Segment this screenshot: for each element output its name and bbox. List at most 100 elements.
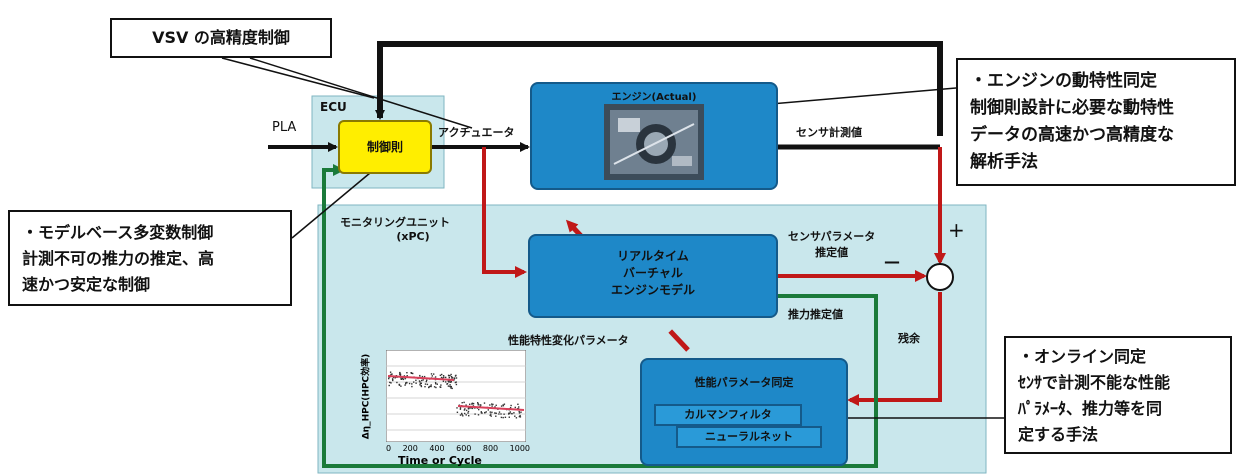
inset-scatter-point xyxy=(439,386,441,388)
inset-scatter-point xyxy=(518,410,520,413)
inset-scatter-point xyxy=(424,386,426,388)
inset-xtick-5: 1000 xyxy=(509,444,530,453)
inset-scatter-point xyxy=(454,375,457,377)
inset-scatter-point xyxy=(441,373,443,376)
inset-scatter-point xyxy=(442,380,445,382)
inset-scatter-point xyxy=(479,404,481,406)
inset-scatter-point xyxy=(502,405,505,407)
callout-engine-identification: ・エンジンの動特性同定 制御則設計に必要な動特性 データの高速かつ高精度な 解析… xyxy=(956,58,1236,186)
inset-scatter-point xyxy=(461,402,463,404)
inset-scatter-point xyxy=(491,411,493,413)
inset-scatter-point xyxy=(464,408,466,410)
inset-scatter-point xyxy=(504,416,507,418)
inset-scatter-point xyxy=(447,385,450,387)
callout-vsv: VSV の高精度制御 xyxy=(110,18,332,58)
inset-scatter-point xyxy=(518,415,521,418)
inset-xlabel: Time or Cycle xyxy=(398,454,482,467)
inset-scatter-point xyxy=(508,412,510,414)
inset-scatter-point xyxy=(445,381,447,383)
param-id-label: 性能パラメータ同定 xyxy=(694,376,794,389)
inset-xtick-2: 400 xyxy=(429,444,445,453)
inset-scatter-point xyxy=(495,404,497,406)
inset-scatter-point xyxy=(500,413,502,415)
callout-online-line-3: ﾊﾟﾗﾒｰﾀ、推力等を同 xyxy=(1018,399,1163,418)
inset-scatter-point xyxy=(451,387,453,390)
sensor-measured-label: センサ計測値 xyxy=(796,126,862,139)
inset-scatter-point xyxy=(404,384,406,386)
inset-scatter-point xyxy=(415,382,417,384)
inset-scatter-point xyxy=(434,376,437,378)
inset-plot xyxy=(386,350,526,442)
inset-scatter-point xyxy=(484,411,486,414)
inset-scatter-point xyxy=(502,404,504,406)
inset-scatter-point xyxy=(422,379,424,381)
minus-sign: — xyxy=(884,252,900,271)
inset-scatter-point xyxy=(459,408,462,410)
inset-scatter-point xyxy=(420,385,423,388)
inset-scatter-point xyxy=(515,417,518,419)
ecu-label: ECU xyxy=(320,100,347,114)
inset-scatter-point xyxy=(430,373,433,375)
inset-scatter-point xyxy=(477,414,480,416)
inset-scatter-point xyxy=(423,375,426,378)
kalman-filter-label: カルマンフィルタ xyxy=(684,408,772,421)
monitoring-title-line-1: モニタリングユニット xyxy=(340,216,450,229)
inset-scatter-point xyxy=(453,377,456,379)
inset-scatter-point xyxy=(459,407,462,409)
inset-scatter-point xyxy=(498,413,500,415)
residual-label: 残余 xyxy=(898,332,920,345)
inset-scatter-point xyxy=(480,404,482,406)
green-feedback-line xyxy=(322,164,878,468)
inset-scatter-point xyxy=(463,409,466,411)
inset-scatter-point xyxy=(514,406,516,409)
engine-photo xyxy=(604,104,704,180)
inset-scatter-point xyxy=(428,386,430,388)
neural-net-label: ニューラルネット xyxy=(705,430,793,443)
inset-scatter-point xyxy=(491,405,493,407)
inset-scatter-point xyxy=(517,403,519,405)
inset-scatter-point xyxy=(502,416,504,419)
callout-online-line-2: ｾﾝｻで計測不能な性能 xyxy=(1018,373,1171,392)
inset-scatter-point xyxy=(518,412,521,414)
inset-scatter-point xyxy=(489,404,491,406)
inset-scatter-point xyxy=(440,384,442,386)
inset-scatter-point xyxy=(472,405,475,407)
inset-scatter-point xyxy=(495,412,497,414)
inset-scatter-point xyxy=(483,402,486,404)
inset-scatter-point xyxy=(465,409,468,412)
inset-scatter-point xyxy=(399,373,401,375)
inset-scatter-point xyxy=(442,377,444,379)
inset-scatter-point xyxy=(514,415,516,417)
inset-xtick-0: 0 xyxy=(386,444,392,453)
inset-scatter-point xyxy=(465,404,467,406)
inset-scatter-point xyxy=(455,383,458,386)
inset-xtick-3: 600 xyxy=(456,444,472,453)
inset-scatter-point xyxy=(419,382,422,385)
inset-scatter-point xyxy=(471,407,474,410)
inset-scatter-point xyxy=(509,412,511,415)
control-law-label: 制御則 xyxy=(366,140,403,154)
inset-scatter-point xyxy=(400,378,402,380)
inset-scatter-point xyxy=(424,383,427,385)
kalman-filter-box: カルマンフィルタ xyxy=(654,404,802,426)
neural-net-box: ニューラルネット xyxy=(676,426,822,448)
inset-scatter-point xyxy=(391,378,394,380)
inset-scatter-point xyxy=(420,384,422,387)
inset-scatter-point xyxy=(469,407,471,409)
perf-param-change-label: 性能特性変化パラメータ xyxy=(508,334,629,347)
inset-scatter-point xyxy=(396,381,398,384)
inset-scatter-point xyxy=(435,383,437,385)
inset-scatter-point xyxy=(491,403,493,405)
inset-scatter-point xyxy=(511,413,513,415)
inset-scatter-point xyxy=(439,374,442,376)
inset-scatter-point xyxy=(489,414,491,416)
sensor-param-est-line-2: 推定値 xyxy=(815,246,849,259)
callout-model-based: ・モデルベース多変数制御 計測不可の推力の推定、高 速かつ安定な制御 xyxy=(8,210,292,306)
inset-scatter-point xyxy=(477,402,479,404)
pla-label: PLA xyxy=(272,120,297,135)
engine-actual-label: エンジン(Actual) xyxy=(611,92,697,103)
inset-scatter-point xyxy=(448,381,450,383)
inset-scatter-point xyxy=(477,403,479,405)
inset-scatter-point xyxy=(454,381,457,384)
inset-scatter-point xyxy=(421,375,424,378)
